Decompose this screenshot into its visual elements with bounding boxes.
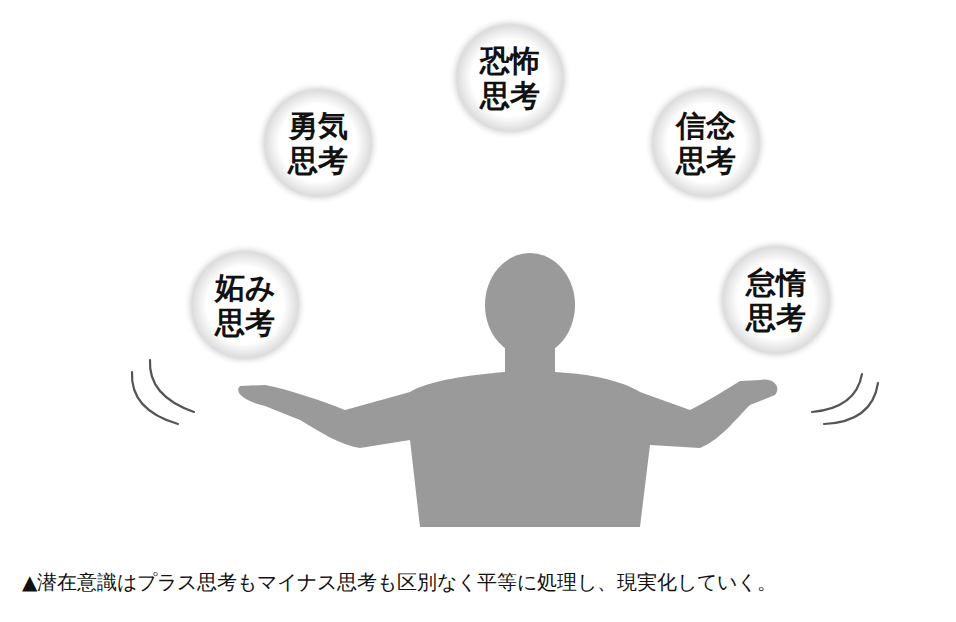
thought-label: 怠惰 思考 <box>742 265 811 336</box>
thought-bubble: 妬み 思考 <box>183 243 307 367</box>
caption: ▲潜在意識はプラス思考もマイナス思考も区別なく平等に処理し、現実化していく。 <box>22 569 777 596</box>
bubble-circle <box>448 16 572 140</box>
thought-label: 妬み 思考 <box>211 270 280 341</box>
bubble-circle <box>183 243 307 367</box>
thought-bubble: 信念 思考 <box>644 81 768 205</box>
thought-bubble: 怠惰 思考 <box>714 238 838 362</box>
thought-bubble: 恐怖 思考 <box>448 16 572 140</box>
bubble-circle <box>256 81 380 205</box>
thought-label: 信念 思考 <box>672 108 741 179</box>
bubble-circle <box>644 81 768 205</box>
thought-label: 勇気 思考 <box>284 108 353 179</box>
thought-label: 恐怖 思考 <box>476 43 545 114</box>
bubble-circle <box>714 238 838 362</box>
person-silhouette <box>238 253 777 527</box>
motion-lines <box>132 360 878 424</box>
thought-bubble: 勇気 思考 <box>256 81 380 205</box>
